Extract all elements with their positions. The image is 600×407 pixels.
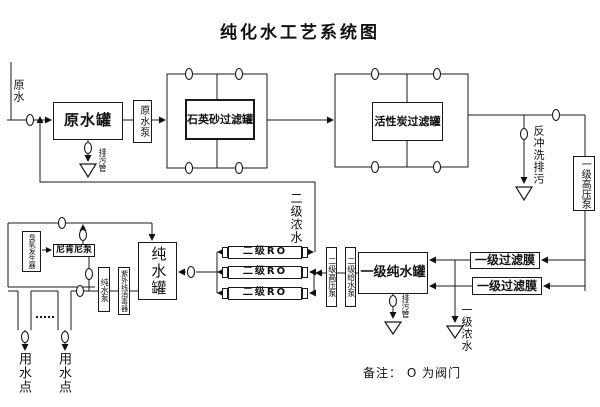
valve-icon bbox=[83, 141, 93, 155]
pipe-main-process bbox=[123, 114, 586, 291]
valve-icon bbox=[57, 216, 67, 230]
flow-arrow-icon bbox=[309, 268, 316, 276]
flow-arrow-icon bbox=[148, 234, 156, 241]
valve-icon bbox=[84, 267, 94, 281]
valve-icon bbox=[432, 160, 442, 174]
valve-icon bbox=[551, 108, 561, 122]
raw-water-pump: 原水泵 bbox=[133, 100, 152, 143]
flow-arrow-icon bbox=[309, 289, 316, 297]
flow-arrow-icon bbox=[429, 256, 436, 264]
activated-carbon-filter: 活性炭过滤罐 bbox=[372, 102, 443, 141]
valve-icon bbox=[78, 228, 88, 242]
drain-pipe-label-raw: 排污管 bbox=[98, 148, 107, 172]
stage2-concentrate-label: 二级浓水 bbox=[289, 192, 303, 244]
flow-arrow-icon bbox=[429, 282, 436, 290]
stage2-ro-unit-2: 二级RO bbox=[228, 266, 302, 279]
drain-outlet-icon bbox=[514, 186, 534, 202]
stage2-high-pressure-pump: 二级高压泵 bbox=[326, 247, 337, 307]
ro1-right-cap bbox=[302, 247, 308, 258]
valve-icon bbox=[234, 161, 244, 175]
flow-arrow-icon bbox=[178, 268, 185, 276]
flow-arrow-icon bbox=[159, 116, 166, 124]
valve-icon bbox=[370, 160, 380, 174]
valve-icon bbox=[75, 284, 85, 298]
diagram-title: 纯化水工艺系统图 bbox=[220, 23, 380, 43]
ro2-right-cap bbox=[302, 267, 308, 278]
drain-outlet-icon bbox=[78, 163, 98, 179]
ozone-generator: 臭氧发生器 bbox=[22, 231, 41, 272]
legend-note: 备注： O 为阀门 bbox=[363, 366, 462, 380]
stage1-filter-membrane-2: 一级过滤膜 bbox=[472, 277, 542, 295]
stage2-ro-unit-1: 二级RO bbox=[228, 246, 302, 259]
valve-icon bbox=[186, 265, 196, 279]
flow-arrow-icon bbox=[84, 155, 92, 162]
ro3-left-cap bbox=[222, 288, 228, 299]
pure-water-tank: 纯水罐 bbox=[138, 242, 177, 300]
flow-arrow-icon bbox=[79, 224, 87, 231]
valve-icon bbox=[234, 67, 244, 81]
flow-arrow-icon bbox=[46, 247, 52, 253]
flow-arrow-icon bbox=[45, 116, 52, 124]
use-point-label-1: 用水点 bbox=[16, 352, 31, 394]
valve-icon bbox=[519, 127, 529, 141]
flow-arrow-icon bbox=[21, 344, 29, 351]
ro1-left-cap bbox=[222, 247, 228, 258]
flow-arrow-icon bbox=[61, 344, 69, 351]
drain-outlet-icon bbox=[445, 325, 465, 340]
stage2-ro-unit-3: 二级RO bbox=[228, 287, 302, 300]
flow-arrow-icon bbox=[327, 116, 334, 124]
uv-sterilizer: 紫外线消毒器 bbox=[118, 267, 130, 315]
valve-icon bbox=[20, 330, 30, 344]
flow-arrow-icon bbox=[451, 316, 459, 323]
flow-arrow-icon bbox=[389, 312, 397, 319]
flow-arrow-icon bbox=[520, 177, 528, 184]
flow-arrow-icon bbox=[36, 116, 44, 123]
ro3-right-cap bbox=[302, 288, 308, 299]
valve-icon bbox=[25, 113, 35, 127]
flow-arrow-icon bbox=[315, 269, 322, 277]
valves bbox=[20, 67, 561, 344]
valve-icon bbox=[432, 67, 442, 81]
raw-water-label: 原水 bbox=[12, 79, 25, 103]
stage1-concentrate-label: 一级浓水 bbox=[460, 304, 473, 352]
quartz-sand-filter: 石英砂过滤罐 bbox=[185, 99, 255, 140]
stage1-pure-water-tank: 一级纯水罐 bbox=[358, 252, 428, 294]
stage2-feed-water-pump: 二级给水泵 bbox=[345, 247, 356, 307]
valve-icon bbox=[60, 330, 70, 344]
ro2-left-cap bbox=[222, 267, 228, 278]
stage1-high-pressure-pump: 一级高压泵 bbox=[573, 156, 595, 211]
flow-arrow-icon bbox=[543, 282, 550, 290]
drain-pipe-label-stage1: 排污管 bbox=[401, 294, 410, 318]
nikuni-pump: 尼肯尼泵 bbox=[53, 244, 95, 257]
flow-arrow-icon bbox=[308, 249, 314, 255]
carbon-filter-frame bbox=[334, 73, 469, 168]
valve-icon bbox=[388, 294, 398, 308]
valve-icon bbox=[184, 161, 194, 175]
valve-icon bbox=[184, 67, 194, 81]
pure-water-pump: 纯水泵 bbox=[98, 267, 110, 312]
valve-icon bbox=[370, 67, 380, 81]
use-point-label-2: 用水点 bbox=[56, 352, 71, 394]
flow-arrow-icon bbox=[541, 256, 548, 264]
drain-outlet-icon bbox=[383, 321, 403, 336]
stage1-filter-membrane-1: 一级过滤膜 bbox=[470, 252, 540, 269]
flow-arrows bbox=[21, 116, 550, 351]
backwash-drain-label: 反冲洗排污 bbox=[532, 125, 545, 185]
raw-water-tank: 原水罐 bbox=[53, 102, 123, 140]
drain-outlets bbox=[78, 163, 534, 340]
